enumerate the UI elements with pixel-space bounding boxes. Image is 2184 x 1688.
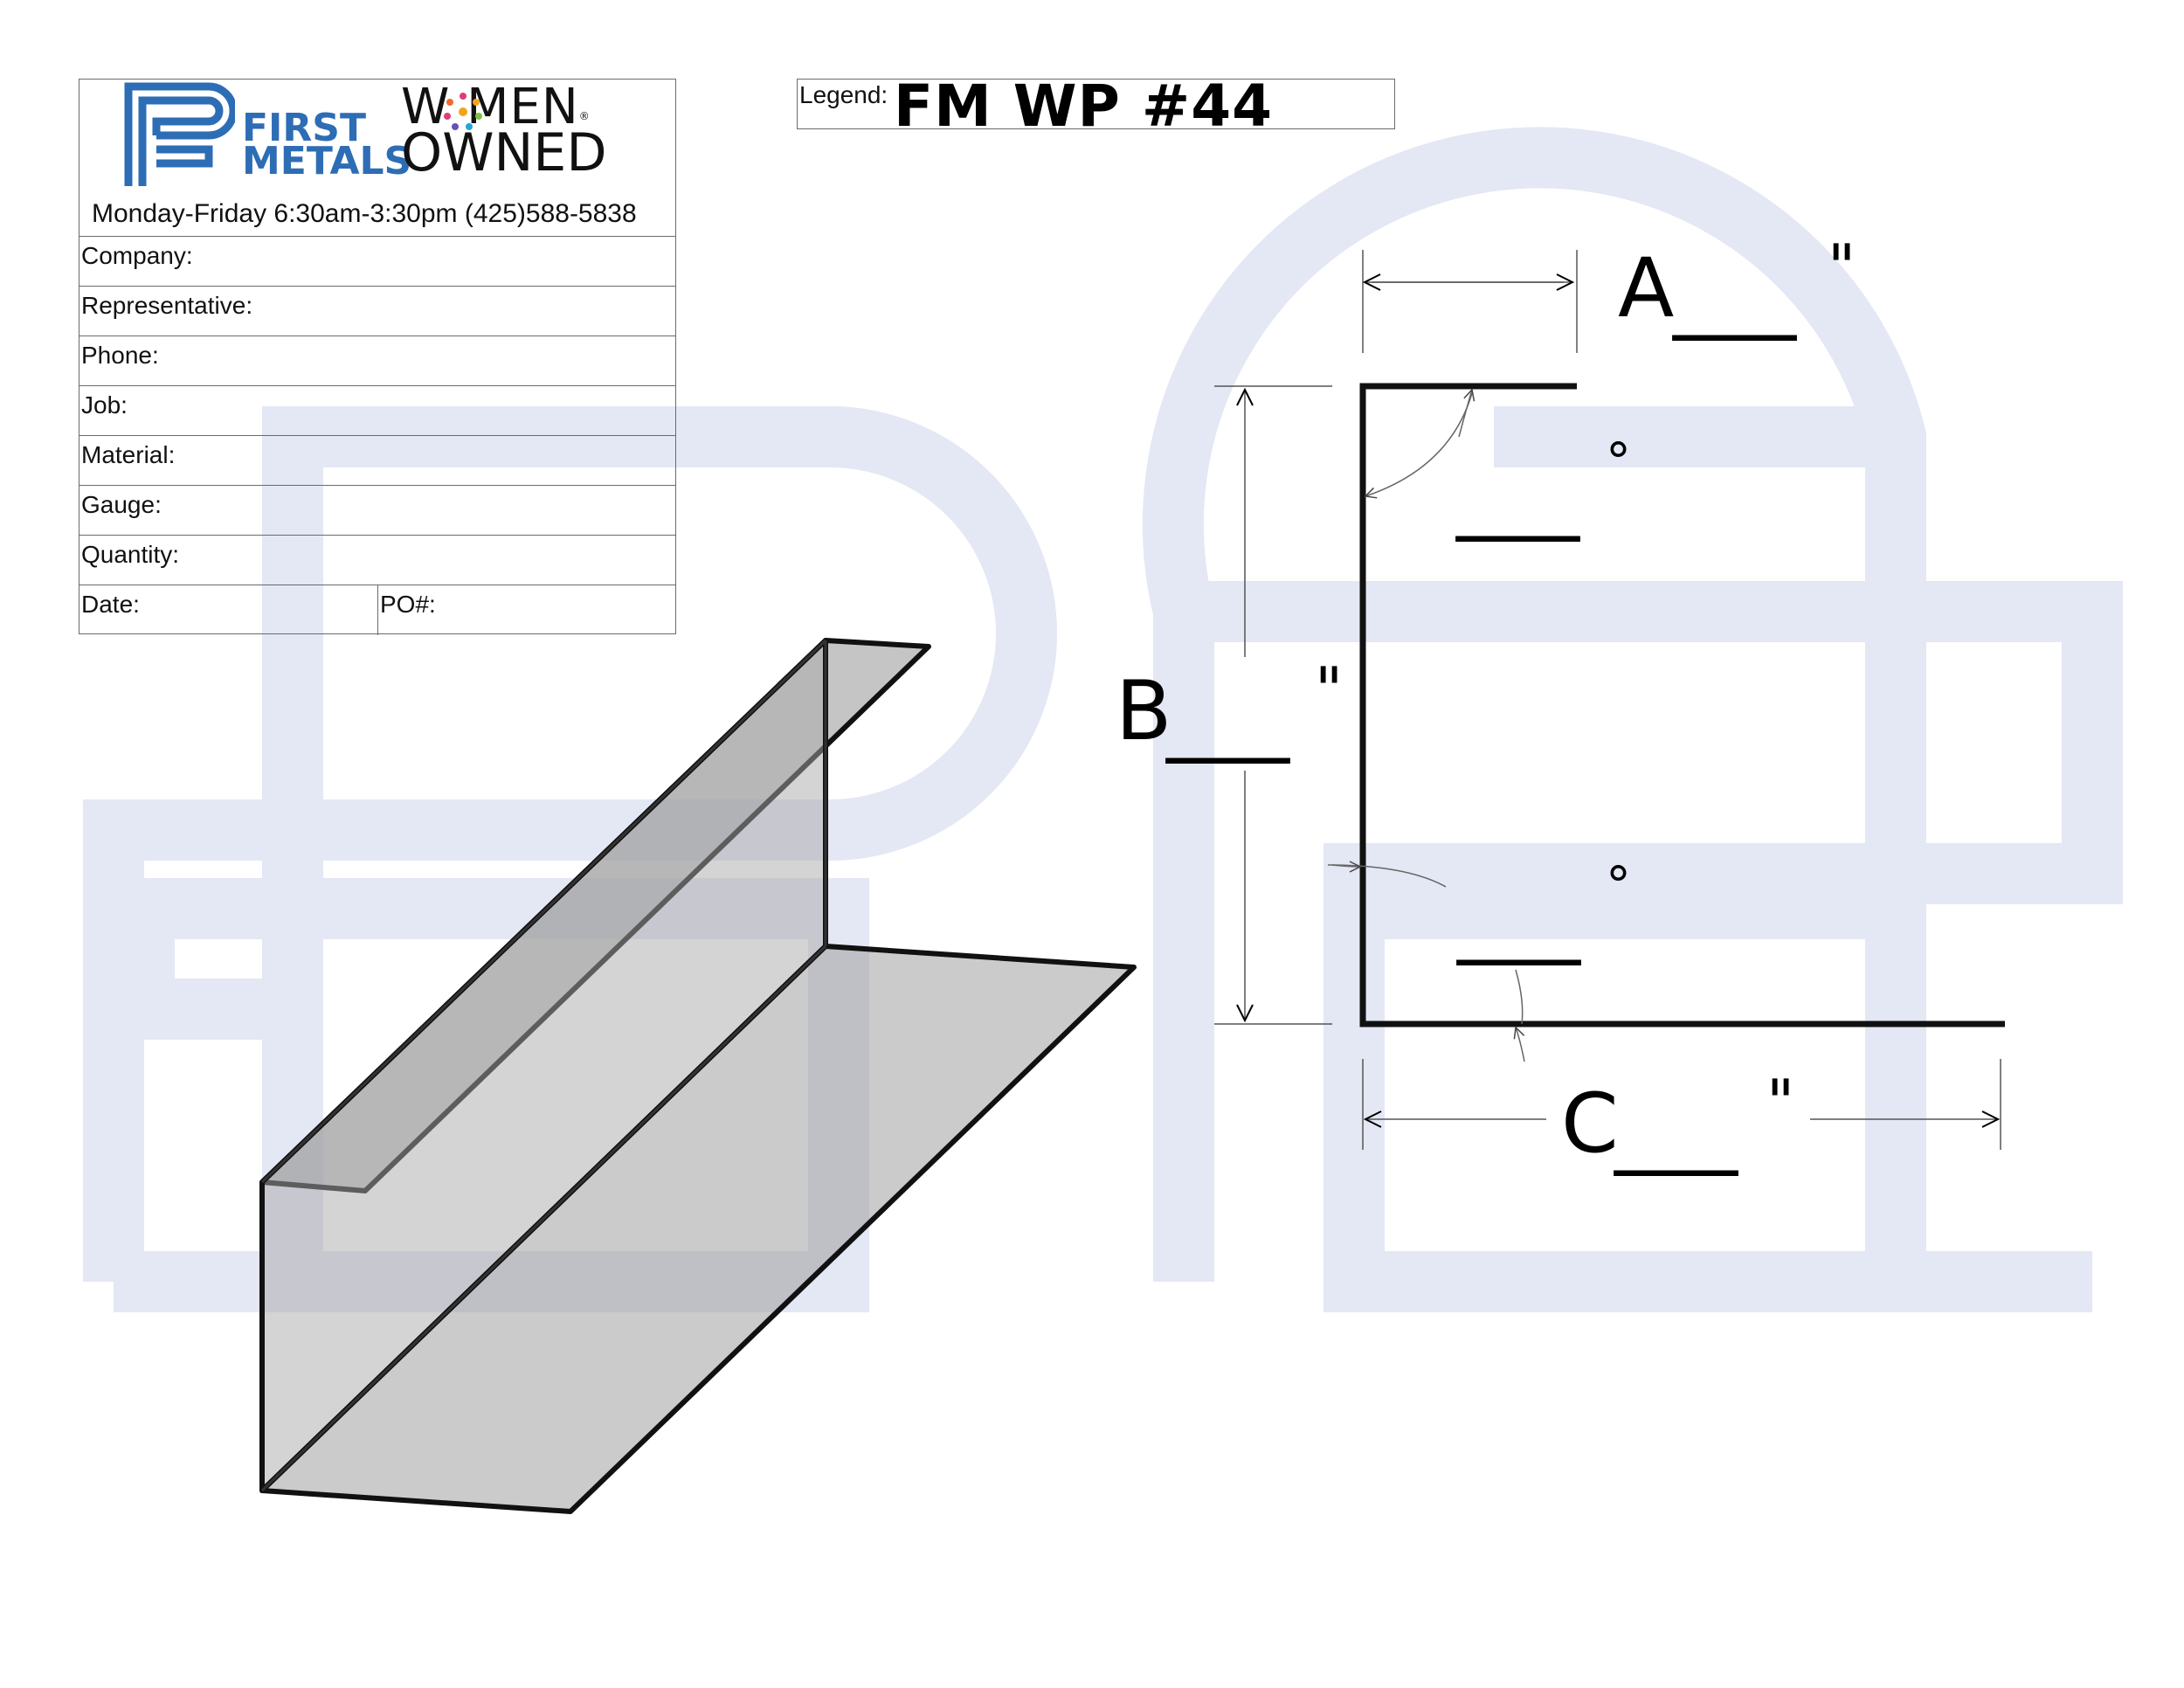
legend-box: Legend: FM WP #44 [797,76,1395,137]
representative-label: Representative: [81,292,253,319]
women-text: W MEN [401,79,579,135]
angle-bottom-tick [1515,969,1524,1025]
company-label: Company: [81,242,193,269]
company-header: FIRST METALS W MEN® OWNED Monday [79,80,675,237]
brand-first: FIRST [242,106,367,150]
angle-top-blank: ___ [1455,447,1580,543]
form-row-phone[interactable]: Phone: [79,336,675,386]
form-row-gauge[interactable]: Gauge: [79,486,675,536]
quantity-label: Quantity: [81,541,180,568]
angle-bottom-arc [1327,864,1447,888]
dim-c-unit: " [1766,1067,1794,1138]
title-block: FIRST METALS W MEN® OWNED Monday [79,79,676,635]
form-row-quantity[interactable]: Quantity: [79,536,675,585]
dim-b-letter: B [1116,664,1172,759]
dim-c-blank: ___ [1614,1082,1738,1177]
registered-mark: ® [578,110,591,122]
date-po-divider [377,585,378,635]
form-row-job[interactable]: Job: [79,386,675,436]
angle-bottom-blank: ___ [1456,871,1581,966]
women-owned-badge: W MEN® OWNED [401,83,646,183]
dim-b-blank: ___ [1165,669,1290,764]
form-row-date-po[interactable]: Date: PO#: [79,585,675,635]
dim-c-letter: C [1561,1076,1619,1172]
brand-metals: METALS [242,139,412,183]
profile-outline [1359,383,2005,1027]
women-owned-owned: OWNED [401,122,607,183]
gauge-label: Gauge: [81,491,162,518]
part-fold-line-top [260,639,827,1184]
angle-bottom-arrow-right [1513,1026,1525,1062]
form-row-material[interactable]: Material: [79,436,675,486]
material-label: Material: [81,441,176,468]
angle-bottom-unit: ° [1606,855,1631,915]
job-label: Job: [81,391,128,419]
profile-view: A ___ " B ___ " C ___ " ___ ° [1116,232,2005,1177]
legend-label: Legend: [799,81,888,108]
dim-b-unit: " [1315,654,1343,726]
flower-dots-icon [444,93,482,130]
phone-label: Phone: [81,342,159,369]
form-row-representative[interactable]: Representative: [79,287,675,336]
angle-top-arrow [1458,388,1476,438]
po-label: PO#: [380,591,436,618]
part-fold-line-bottom [260,944,827,1492]
dim-a-unit: " [1828,232,1856,303]
business-hours: Monday-Friday 6:30am-3:30pm (425)588-583… [92,199,637,228]
form-row-company[interactable]: Company: [79,237,675,287]
isometric-part-view [259,638,1137,1514]
women-owned-women: W MEN® [401,83,646,132]
date-label: Date: [81,591,140,618]
dim-a-blank: ___ [1672,246,1797,342]
angle-bottom-arrow-left [1331,861,1362,873]
angle-top-unit: ° [1606,432,1631,491]
legend-value: FM WP #44 [894,73,1274,140]
first-metals-logo-icon [124,82,235,186]
dim-a-letter: A [1618,241,1674,336]
